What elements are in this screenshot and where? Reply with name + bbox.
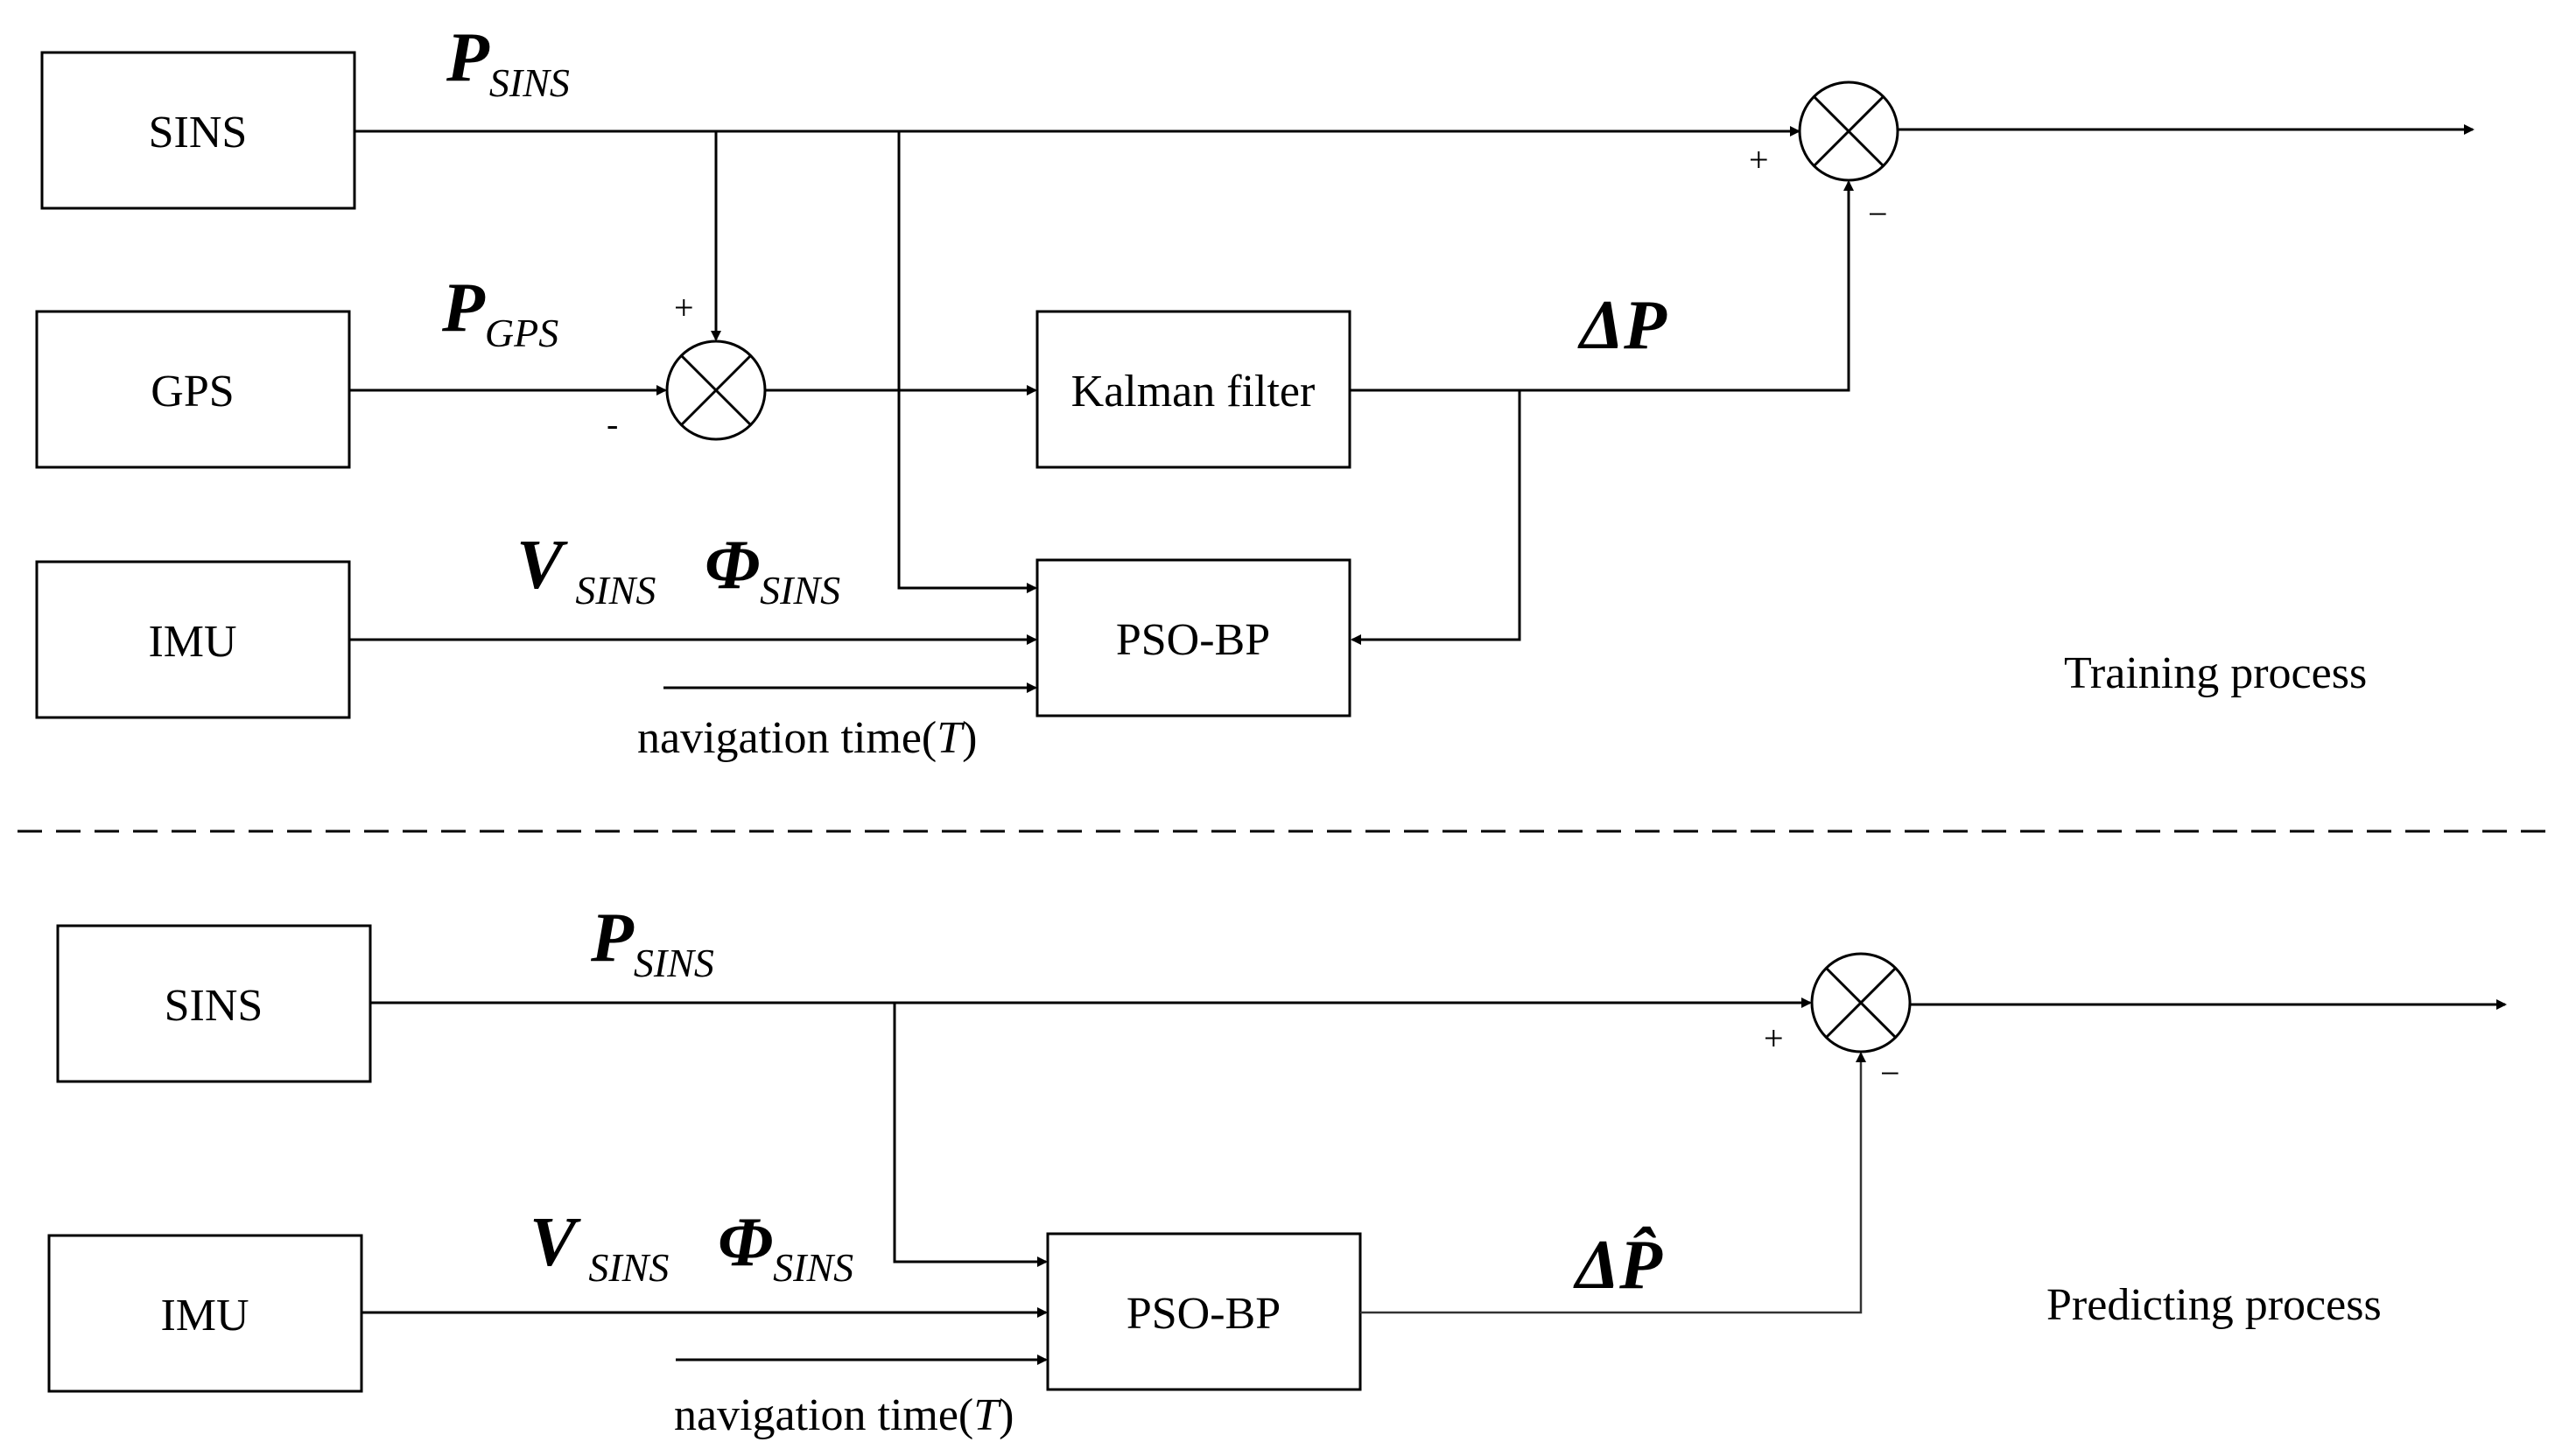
training-sins-block: SINS xyxy=(40,51,356,210)
training-imu-block: IMU xyxy=(35,560,351,719)
predicting-sum-minus-sign: − xyxy=(1880,1054,1900,1093)
training-kalman-to-psobp-line xyxy=(1351,390,1521,645)
training-sins-to-psobp-line xyxy=(897,131,1037,593)
predicting-navigation-time-label: navigation time(T) xyxy=(674,1390,1014,1440)
training-sum-junction-2 xyxy=(1798,80,1899,182)
predicting-sins-to-psobp-line xyxy=(893,1003,1048,1267)
training-navigation-time-label: navigation time(T) xyxy=(637,713,978,763)
training-sins-label: SINS xyxy=(149,108,248,158)
predicting-sins-block: SINS xyxy=(56,924,372,1083)
predicting-delta-p-hat-label: ΔP̂ xyxy=(1573,1227,1663,1304)
predicting-p-sins-label: PSINS xyxy=(590,900,714,985)
training-sum2-plus-sign: + xyxy=(1749,140,1769,179)
training-section: SINS GPS IMU Kalman filter PSO-BP xyxy=(35,19,2474,763)
training-p-gps-label: PGPS xyxy=(441,270,558,355)
predicting-section: SINS IMU PSO-BP PSINS xyxy=(47,900,2507,1440)
predicting-psobp-label: PSO-BP xyxy=(1127,1289,1281,1339)
training-p-sins-label: PSINS xyxy=(446,19,570,105)
predicting-imu-label: IMU xyxy=(160,1291,249,1340)
training-sum2-minus-sign: − xyxy=(1868,194,1888,234)
training-delta-p-label: ΔP xyxy=(1577,287,1667,364)
training-sum1-minus-sign: - xyxy=(607,404,618,444)
kalman-filter-block: Kalman filter xyxy=(1035,310,1351,469)
training-psobp-block: PSO-BP xyxy=(1035,558,1351,718)
training-gps-block: GPS xyxy=(35,310,351,469)
training-sum-junction-1 xyxy=(665,340,767,441)
training-phi-sins-label: ΦSINS xyxy=(705,527,840,612)
predicting-sins-label: SINS xyxy=(165,981,263,1031)
training-gps-label: GPS xyxy=(151,367,234,416)
predicting-psobp-to-sum-line xyxy=(1360,1052,1866,1314)
predicting-phi-sins-label: ΦSINS xyxy=(718,1204,853,1290)
predicting-psobp-block: PSO-BP xyxy=(1046,1232,1362,1391)
predicting-process-label: Predicting process xyxy=(2046,1280,2382,1330)
training-sum1-plus-sign: + xyxy=(674,288,694,327)
kalman-filter-label: Kalman filter xyxy=(1071,367,1316,416)
training-imu-label: IMU xyxy=(148,617,236,667)
predicting-sum-junction xyxy=(1810,952,1912,1054)
training-psobp-label: PSO-BP xyxy=(1116,615,1270,665)
predicting-imu-block: IMU xyxy=(47,1234,363,1393)
training-process-label: Training process xyxy=(2064,648,2367,698)
training-kalman-to-sum2-line xyxy=(1350,180,1854,392)
predicting-sum-plus-sign: + xyxy=(1764,1018,1784,1058)
